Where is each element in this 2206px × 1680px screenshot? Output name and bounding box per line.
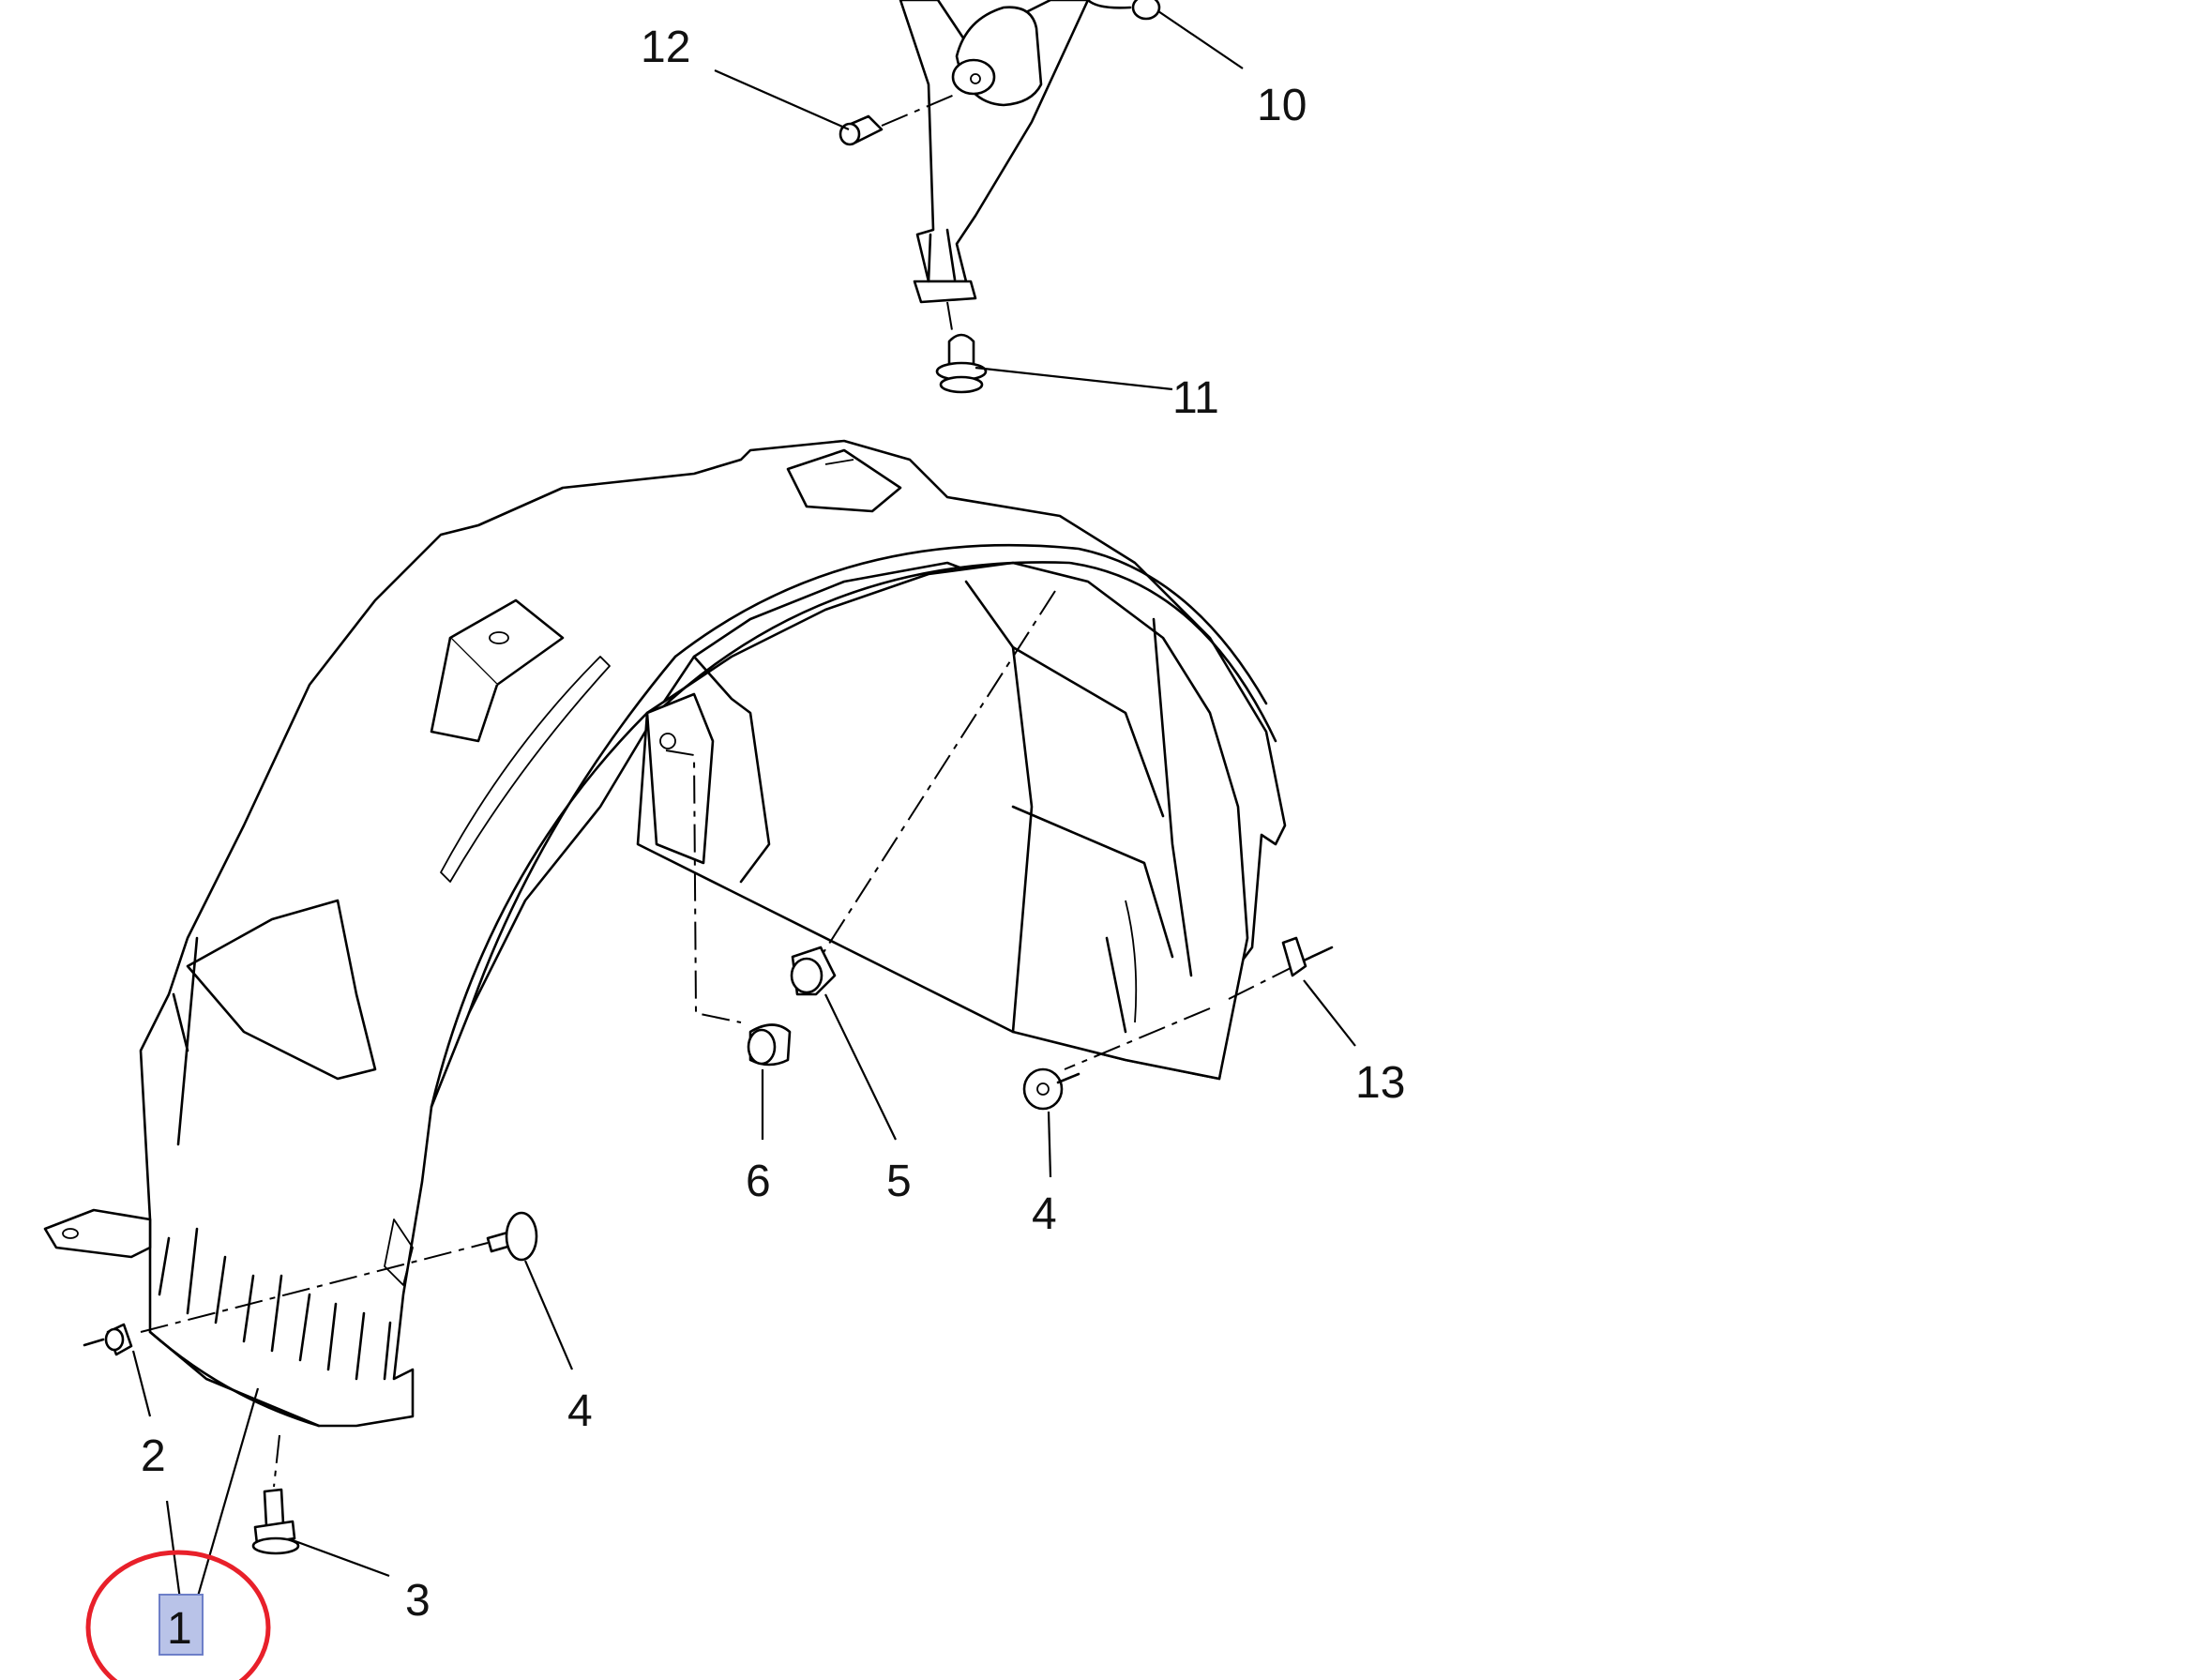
callout-1-highlight: 1	[85, 1550, 271, 1680]
callout-11: 11	[1172, 373, 1219, 423]
highlight-box	[159, 1594, 204, 1656]
callout-4-left: 4	[567, 1386, 593, 1436]
fastener-2	[83, 1323, 133, 1356]
callout-13: 13	[1355, 1058, 1405, 1108]
fastener-6	[665, 749, 792, 1067]
callout-5: 5	[886, 1157, 912, 1206]
fastener-5	[790, 590, 1056, 996]
leader-lines	[131, 10, 1356, 1600]
callout-3: 3	[405, 1576, 431, 1626]
clip-12	[839, 93, 958, 146]
fastener-3	[251, 1434, 300, 1555]
callout-4-right: 4	[1032, 1189, 1057, 1239]
wheelhouse-liner	[43, 439, 1287, 1428]
callout-2: 2	[141, 1431, 166, 1481]
upper-bracket	[899, 0, 1161, 304]
fastener-13	[1228, 936, 1334, 1000]
callout-1: 1	[167, 1604, 192, 1654]
callout-10: 10	[1257, 81, 1307, 130]
callout-6: 6	[746, 1157, 771, 1206]
highlight-circle	[85, 1550, 271, 1680]
callout-12: 12	[641, 23, 690, 72]
callout-labels: 12 10 11 13 6 5 4 4 2 3	[141, 23, 1405, 1626]
pushpin-11	[935, 301, 988, 394]
fastener-4-left	[140, 1211, 538, 1333]
fastener-4-right	[1022, 1007, 1211, 1111]
